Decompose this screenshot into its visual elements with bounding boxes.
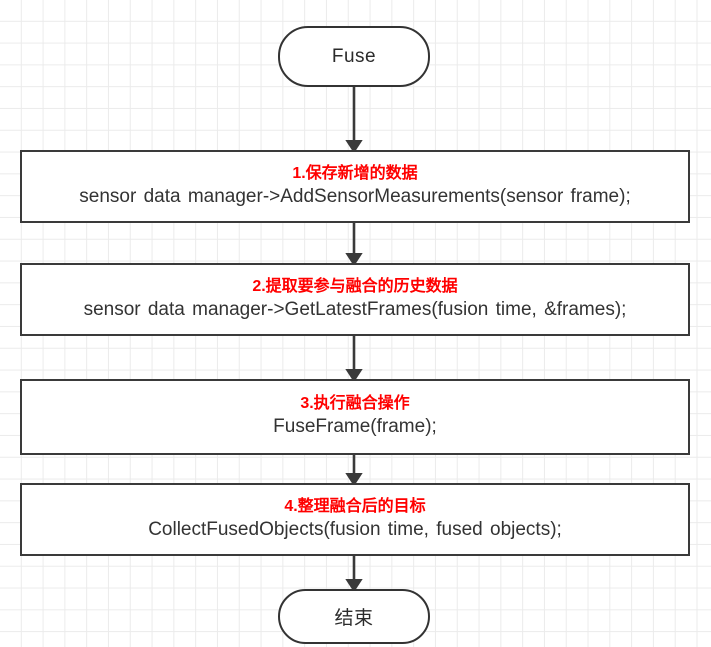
step-3-code: FuseFrame(frame);: [273, 416, 437, 438]
process-box-step-4[interactable]: 4.整理融合后的目标 CollectFusedObjects(fusion ti…: [20, 483, 690, 556]
step-3-title: 3.执行融合操作: [300, 395, 410, 413]
start-node[interactable]: Fuse: [278, 26, 430, 87]
process-box-step-3[interactable]: 3.执行融合操作 FuseFrame(frame);: [20, 379, 690, 455]
process-box-step-1[interactable]: 1.保存新增的数据 sensor data manager->AddSensor…: [20, 150, 690, 223]
step-4-title: 4.整理融合后的目标: [284, 497, 426, 515]
step-2-code: sensor data manager->GetLatestFrames(fus…: [83, 298, 627, 320]
step-1-title: 1.保存新增的数据: [292, 164, 418, 182]
process-box-step-2[interactable]: 2.提取要参与融合的历史数据 sensor data manager->GetL…: [20, 263, 690, 336]
end-node-label: 结束: [334, 608, 374, 629]
end-node[interactable]: 结束: [278, 589, 430, 644]
step-1-code: sensor data manager->AddSensorMeasuremen…: [79, 185, 631, 207]
step-2-title: 2.提取要参与融合的历史数据: [252, 277, 458, 295]
step-4-code: CollectFusedObjects(fusion time, fused o…: [148, 518, 562, 540]
start-node-label: Fuse: [331, 45, 377, 67]
